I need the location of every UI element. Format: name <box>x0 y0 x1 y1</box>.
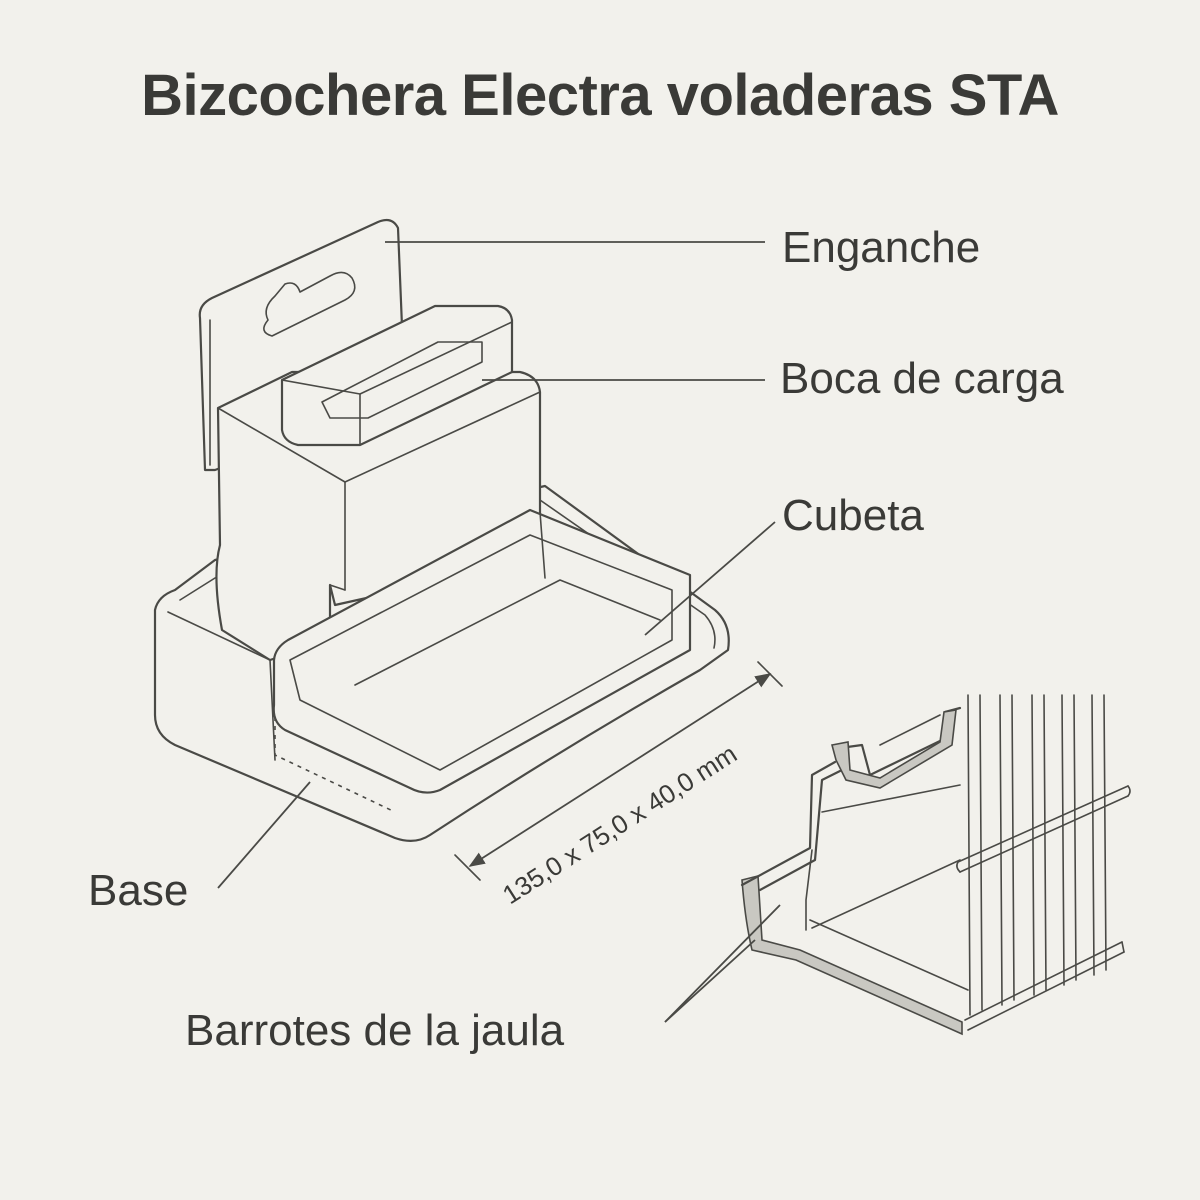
loading-mouth <box>280 304 514 447</box>
top-lip-section <box>831 709 957 789</box>
tray <box>272 508 692 794</box>
hanger-slot <box>263 271 356 337</box>
label-cubeta: Cubeta <box>782 491 924 540</box>
label-barrotes: Barrotes de la jaula <box>185 1006 565 1055</box>
cage-bars <box>956 694 1131 1031</box>
label-boca-de-carga: Boca de carga <box>780 354 1064 403</box>
label-base: Base <box>88 866 188 915</box>
page-title: Bizcochera Electra voladeras STA <box>141 63 1059 128</box>
feeder-illustration <box>153 218 730 842</box>
label-enganche: Enganche <box>782 223 980 272</box>
leader-lines <box>217 241 781 1023</box>
feeder-section-profile <box>741 874 963 1036</box>
cage-section-illustration <box>740 694 1131 1036</box>
